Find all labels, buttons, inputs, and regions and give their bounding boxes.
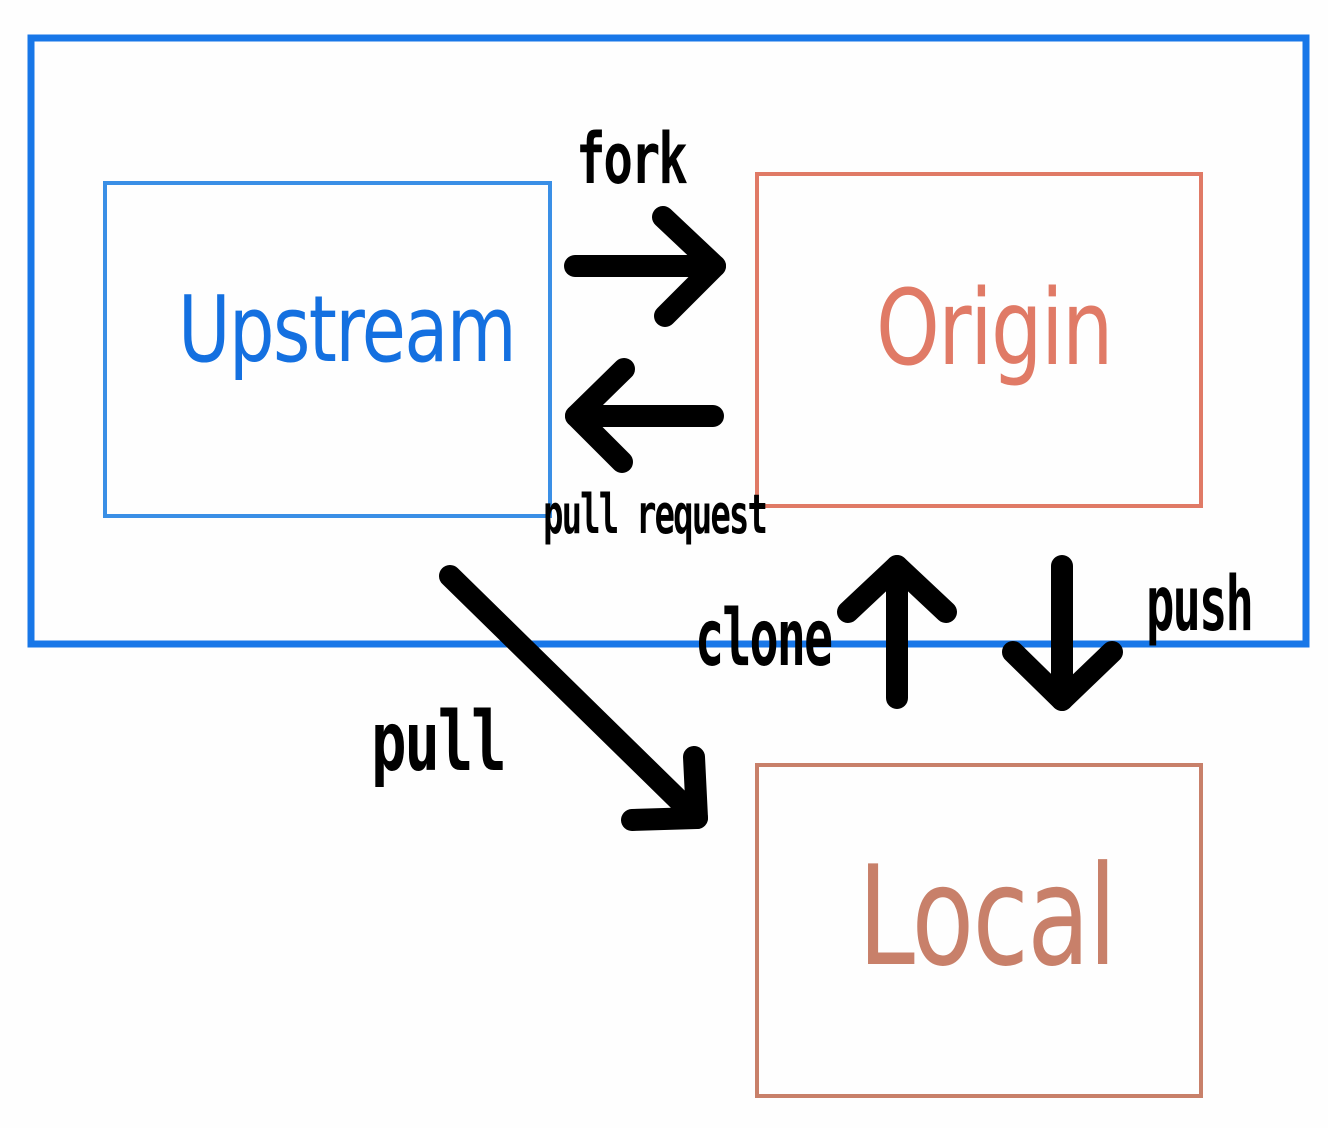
pull-request-arrow [565,358,724,473]
push-label: push [1146,559,1254,648]
remote-container-box [27,34,1310,648]
upstream-box [103,181,552,518]
origin-box [755,172,1203,508]
upstream-label: Upstream [178,276,517,383]
fork-label: fork [576,118,688,200]
local-box [755,763,1203,1098]
pull-arrow [439,565,708,831]
fork-arrow [564,206,726,327]
clone-label: clone [695,594,833,684]
push-arrow [1002,555,1123,711]
clone-arrow [837,555,957,709]
pull-label: pull [371,695,507,790]
pull-request-label: pull request [543,483,768,546]
origin-label: Origin [876,267,1113,389]
local-label: Local [858,836,1117,997]
